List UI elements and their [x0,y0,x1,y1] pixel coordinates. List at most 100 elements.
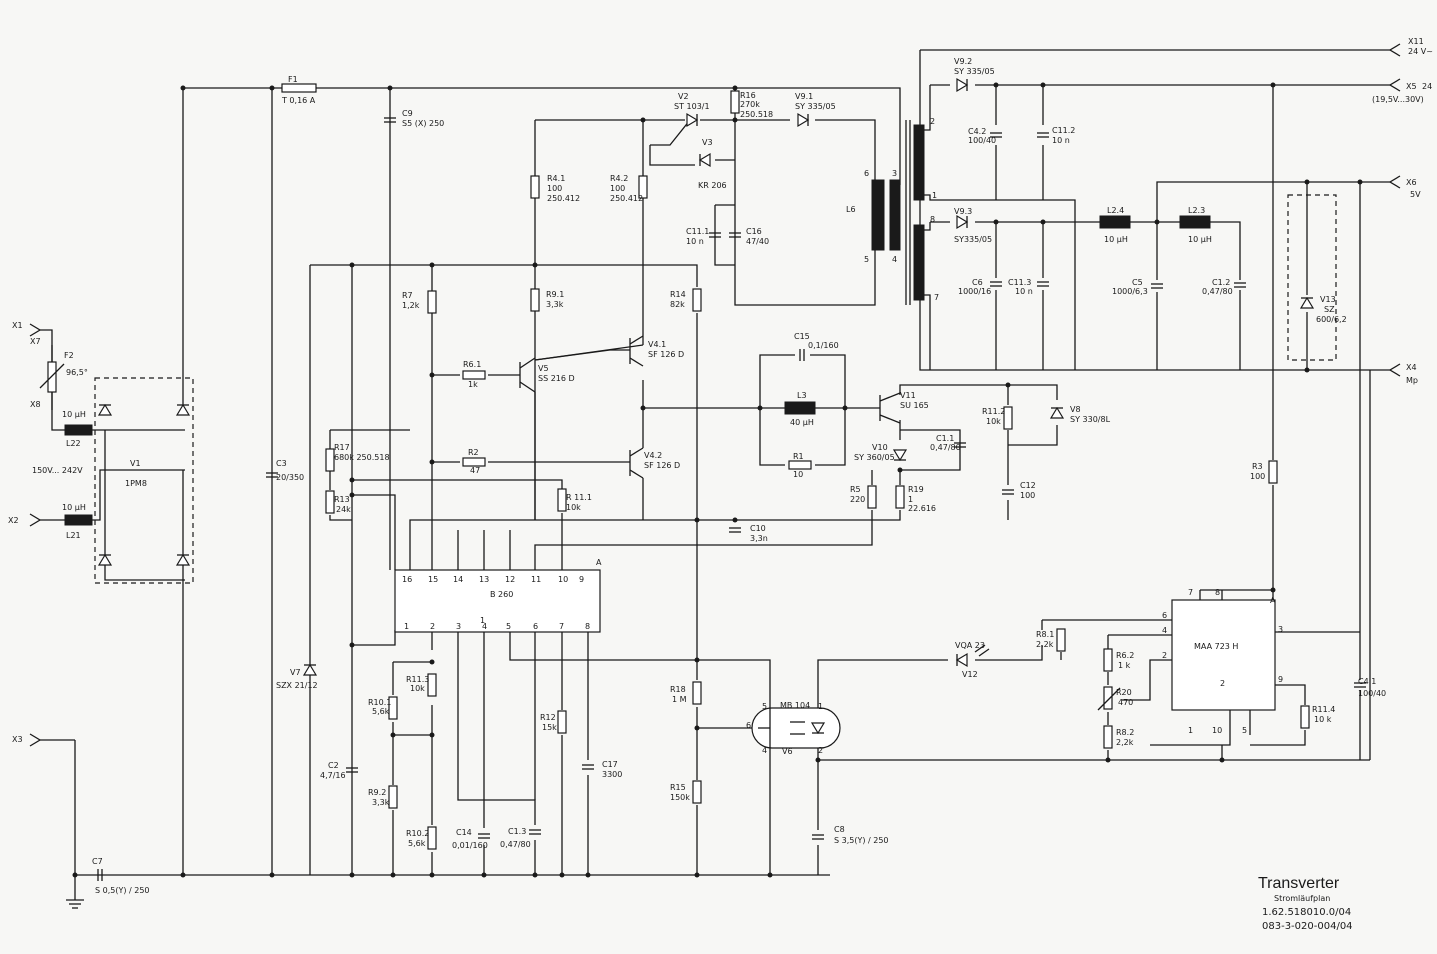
component-label: ST 103/1 [674,102,710,111]
component-label: MB 104 [780,701,810,710]
ic-b260 [394,569,601,633]
component-label: 100/40 [968,136,996,145]
capacitor-c14 [477,833,491,839]
capacitor-c8 [811,834,825,840]
label-x3: X3 [12,735,23,744]
component-label: V8 [1070,405,1081,414]
component-label: 4 [892,255,897,264]
component-label: KR 206 [698,181,727,190]
component-label: V10 [872,443,888,452]
component-label: 9 [1278,675,1283,684]
component-label: VQA 23 [955,641,985,650]
component-label: 6 [864,169,869,178]
component-label: 0,1/160 [808,341,839,350]
resistor-r91 [530,288,540,312]
component-label: 1 k [1118,661,1131,670]
component-label: 14 [453,575,463,584]
resistor-r7 [427,290,437,314]
component-label: 600/6,2 [1316,315,1347,324]
transistor-v5 [519,357,536,520]
component-label: S 0,5(Y) / 250 [95,886,150,895]
terminal-x11 [1389,43,1401,57]
thermal-fuse-f2 [39,361,65,393]
component-label: 3 [1278,625,1283,634]
component-label: R8.2 [1116,728,1134,737]
diode-v13 [1300,297,1314,309]
resistor-r13 [325,490,335,514]
choke-l21 [64,514,93,526]
component-label: V1 [130,459,141,468]
component-label: SY 335/05 [795,102,836,111]
component-label: 11 [531,575,541,584]
component-label: T 0,16 A [281,96,316,105]
component-label: R15 [670,783,686,792]
capacitor-c113 [1036,281,1050,287]
component-label: 10 n [1052,136,1070,145]
component-label: A [1270,596,1276,605]
component-label: V9.2 [954,57,972,66]
component-label: 8 [930,215,935,224]
component-label: 0,01/160 [452,841,488,850]
label-x5-desc: 24 [1422,82,1432,91]
component-label: 6 [533,622,538,631]
component-label: 0,47/80 [500,840,531,849]
capacitor-c5 [1150,283,1164,289]
component-label: 1 [404,622,409,631]
capacitor-c15 [799,348,805,362]
component-label: 40 µH [790,418,814,427]
component-label: 1 [480,616,485,625]
component-label: R20 [1116,688,1132,697]
component-label: V4.2 [644,451,662,460]
component-label: 1 [1188,726,1193,735]
component-label: C11.3 [1008,278,1031,287]
component-label: 1 [932,191,937,200]
terminal-x5 [1389,78,1401,92]
component-label: V9.1 [795,92,813,101]
component-label: 3 [456,622,461,631]
resistor-r15 [692,780,702,804]
component-label: C6 [972,278,983,287]
component-label: V11 [900,391,916,400]
component-label: 1k [468,380,478,389]
component-label: 10 n [686,237,704,246]
resistor-r62 [1103,648,1113,672]
component-label: 10 µH [62,410,86,419]
zener-v13-box [1287,194,1337,361]
optocoupler-v6 [751,707,841,749]
junction-dots [72,82,1363,878]
diode-v3 [699,153,711,167]
label-x6: X6 [1406,178,1417,187]
component-label: 2 [1162,651,1167,660]
component-label: 10k [410,684,425,693]
component-label: SY335/05 [954,235,992,244]
resistor-r12 [557,710,567,734]
title-number-2: 083-3-020-004/04 [1262,921,1353,932]
component-label: V7 [290,668,301,677]
component-label: C1.2 [1212,278,1230,287]
component-label: 15k [542,723,557,732]
component-label: C14 [456,828,472,837]
component-label: C9 [402,109,413,118]
label-x1: X1 [12,321,23,330]
component-label: SY 330/8L [1070,415,1111,424]
component-label: 0,47/80 [930,443,961,452]
component-label: 2 [1220,679,1225,688]
component-label: 20/350 [276,473,304,482]
component-label: SY 335/05 [954,67,995,76]
component-label: C1.3 [508,827,526,836]
component-label: 1 [818,702,823,711]
component-label: R14 [670,290,686,299]
component-label: V12 [962,670,978,679]
transistor-v41 [534,335,644,367]
labels: X1 X7 X8 X2 X3 X11 24 V~ X5 24 (19,5V...… [8,37,1433,932]
title-name: Transverter [1258,875,1340,892]
diode-v8 [1050,407,1064,419]
component-label: L22 [66,439,81,448]
component-label: 9 [579,575,584,584]
diode-v10 [893,449,907,461]
component-label: F1 [288,75,298,84]
label-x4-desc: Mp [1406,376,1418,385]
resistor-r92 [388,785,398,809]
component-label: 3,3k [372,798,390,807]
label-x5-range: (19,5V...30V) [1372,95,1424,104]
